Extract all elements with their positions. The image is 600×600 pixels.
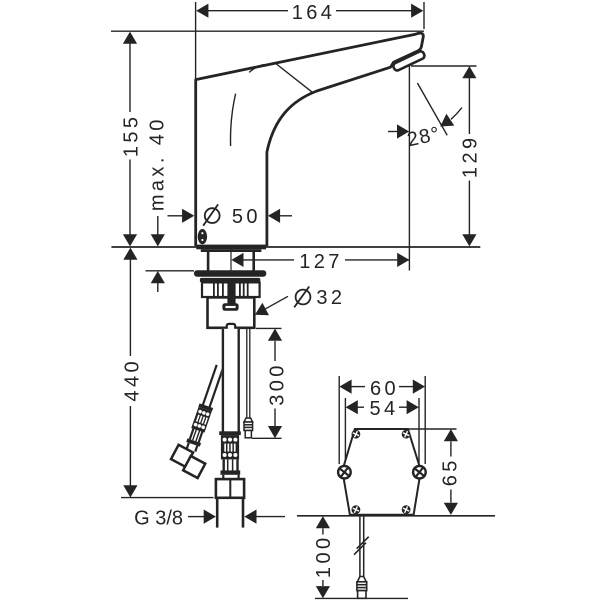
svg-text:155: 155 [121,114,143,158]
svg-text:127: 127 [299,251,343,273]
svg-text:32: 32 [316,287,345,309]
svg-text:54: 54 [369,398,398,420]
svg-text:G 3/8: G 3/8 [134,508,183,530]
svg-text:max. 40: max. 40 [147,116,169,211]
svg-text:28°: 28° [405,123,442,151]
svg-text:300: 300 [266,362,288,406]
svg-text:100: 100 [313,535,335,579]
svg-text:60: 60 [370,378,399,400]
svg-text:164: 164 [292,2,336,24]
svg-text:440: 440 [122,358,144,402]
svg-text:129: 129 [460,135,482,179]
svg-text:65: 65 [439,457,461,486]
svg-text:50: 50 [232,206,261,228]
